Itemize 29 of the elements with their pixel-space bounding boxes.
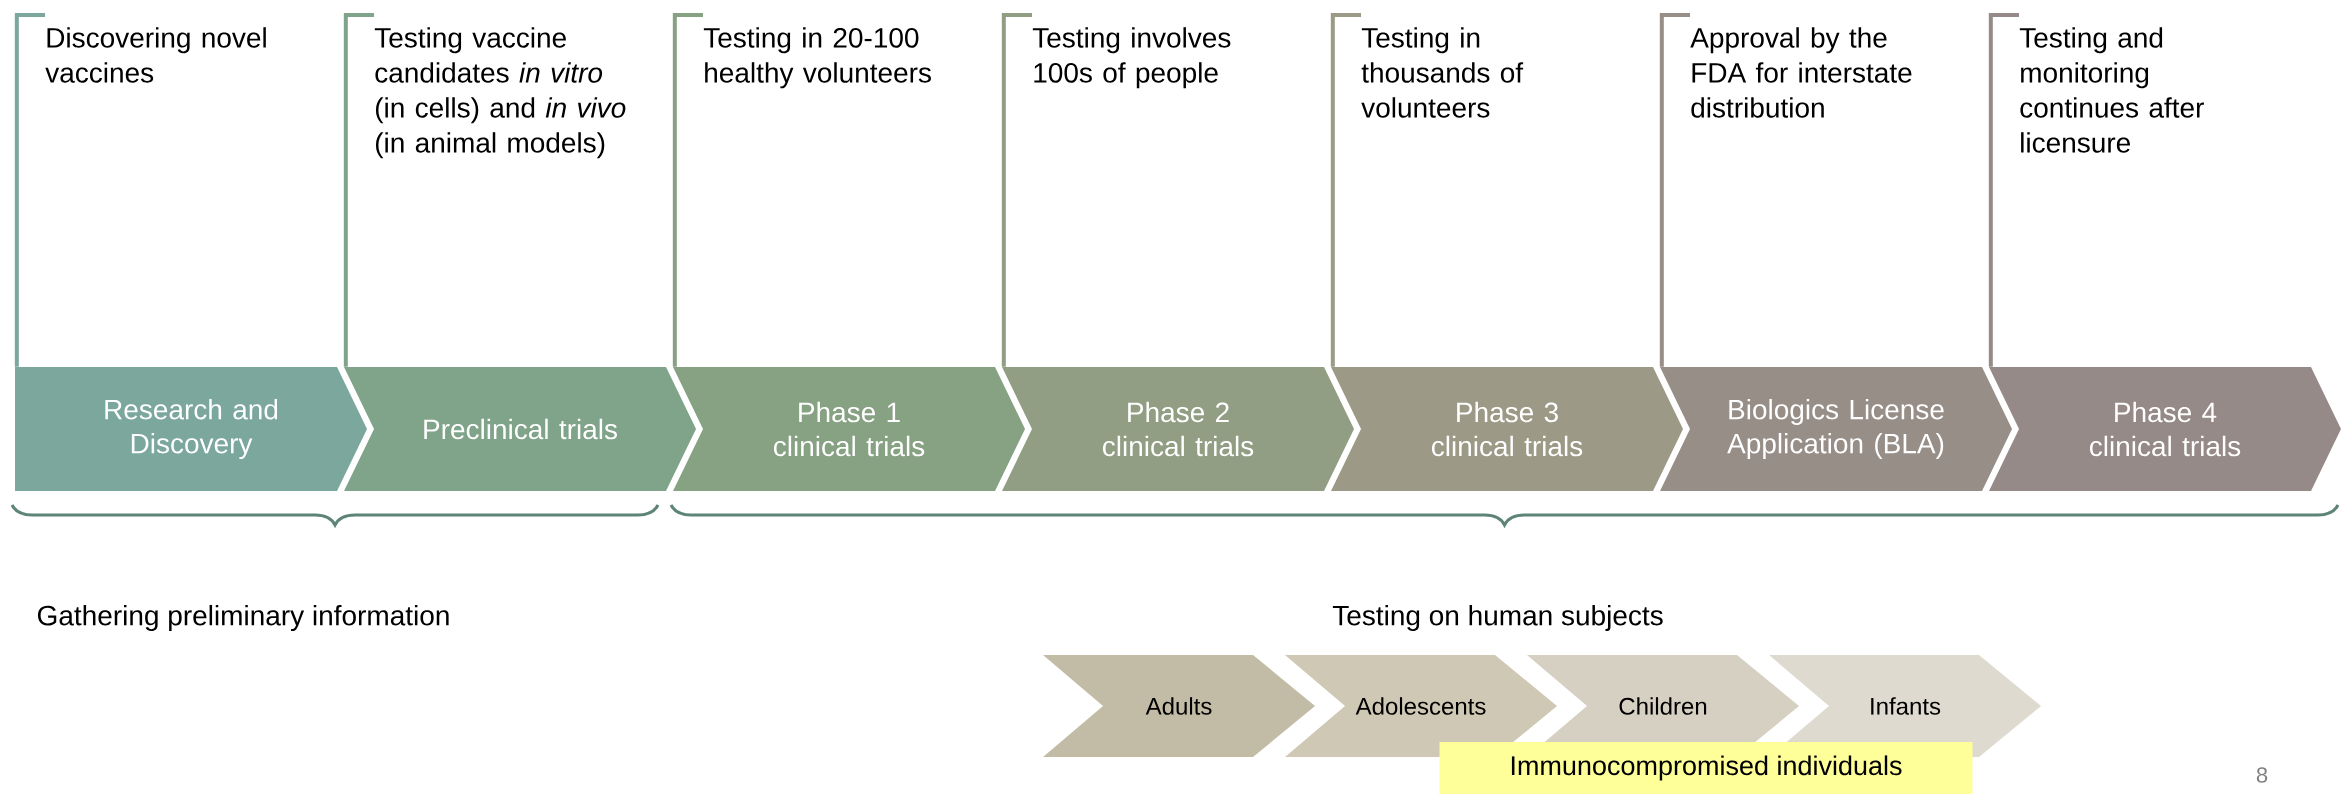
section-label: Gathering preliminary information [37,604,449,632]
stage-band: Phase 1 clinical trials [673,367,1025,491]
node-label: Biologics License Application (BLA) [1727,398,1944,460]
stage-band: Biologics License Application (BLA) [1660,367,2012,491]
page-number: 8 [2256,767,2268,783]
bracket-line [1659,13,1690,367]
callout-text: Discovering novel vaccines [45,27,266,83]
stage-band: Research and Discovery [15,367,367,491]
stage-band: Phase 2 clinical trials [1002,367,1354,491]
highlight-box: Immunocompromised individuals [1439,742,1973,794]
callout-text: Testing and monitoring continues after licensure [2019,27,2204,153]
bracket-line [1988,13,2019,367]
bracket-line [1001,13,1032,367]
stage-band: Preclinical trials [344,367,696,491]
callout-text: Testing vaccine candidates in vitro (in cells) and in vivo (in animal models) [374,27,626,159]
section-label: Testing on human subjects [1332,604,1663,632]
stage-band: Phase 4 clinical trials [1989,367,2341,491]
node-label: Phase 4 clinical trials [2089,401,2241,457]
callout-text: Testing in 20-100 healthy volunteers [703,27,931,89]
stage-band: Adolescents [1285,655,1557,757]
bracket-line [672,13,703,367]
stage-band: Adults [1043,655,1315,757]
bracket-line [14,13,45,367]
bracket-line [1330,13,1361,367]
callout-text: Testing in thousands of volunteers [1361,27,1524,118]
callout-text: Testing involves 100s of people [1032,27,1231,89]
callout-text: Approval by the FDA for interstate distribution [1690,27,1912,118]
stage-band: Phase 3 clinical trials [1331,367,1683,491]
bracket-line [343,13,374,367]
